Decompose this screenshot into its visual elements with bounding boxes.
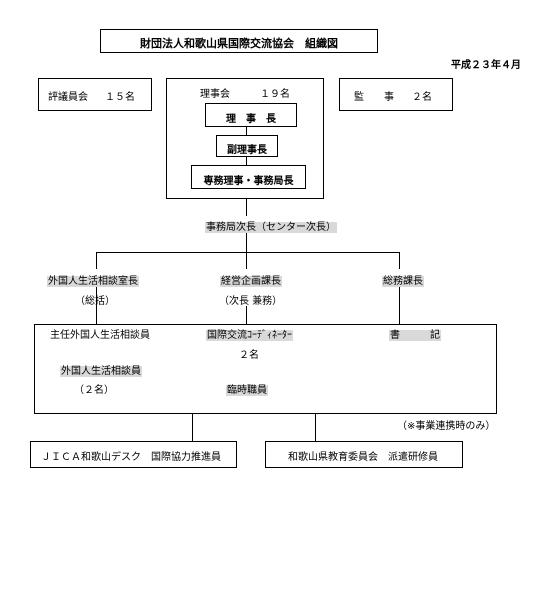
section-bar (96, 252, 400, 253)
clerk-text: 書 記 (389, 330, 441, 341)
section-head-general-text: 総務課長 (382, 276, 424, 287)
section-drop-3 (399, 252, 400, 269)
staff-drop-1 (96, 287, 97, 324)
executive-box: 専務理事・事務局長 (191, 165, 306, 189)
council-box: 評議員会 １５名 (38, 78, 152, 111)
partner-education-label: 和歌山県教育委員会 派遣研修員 (288, 452, 438, 463)
executive-label: 専務理事・事務局長 (203, 176, 294, 187)
chairman-label: 理 事 長 (226, 114, 276, 125)
partner-drop-1 (192, 414, 193, 441)
board-count: １９名 (260, 89, 290, 100)
partner-box-jica: ＪＩＣＡ和歌山デスク 国際協力推進員 (30, 441, 237, 468)
counselor: 外国人生活相談員 (60, 362, 142, 377)
council-label: 評議員会 (48, 92, 88, 103)
auditor-box: 監 事 ２名 (339, 78, 453, 111)
board-connector-1 (246, 127, 247, 135)
deputy-director-label: 事務局次長（センター次長） (205, 218, 337, 233)
auditor-label: 監 事 (354, 92, 394, 103)
partner-box-education: 和歌山県教育委員会 派遣研修員 (265, 441, 463, 468)
partner-drop-2 (315, 414, 316, 441)
staff-drop-3 (399, 287, 400, 324)
counselor-count: （２名） (74, 385, 114, 396)
diagram-title: 財団法人和歌山県国際交流協会 組織図 (140, 37, 338, 50)
section-drop-1 (96, 252, 97, 269)
section-head-planning-text: 経営企画課長 (220, 276, 282, 287)
section-note-consultation: （総括） (75, 296, 115, 307)
date-label: 平成２３年４月 (451, 60, 521, 71)
council-count: １５名 (105, 92, 135, 103)
trunk-line-mid (246, 233, 247, 252)
temp-staff-text: 臨時職員 (226, 385, 268, 396)
title-box: 財団法人和歌山県国際交流協会 組織図 (100, 29, 378, 53)
staff-drop-2 (246, 306, 247, 324)
section-head-general: 総務課長 (382, 272, 424, 287)
temp-staff: 臨時職員 (226, 381, 268, 396)
vice-chairman-box: 副理事長 (216, 135, 278, 157)
note-label: （※事業連携時のみ） (397, 421, 496, 432)
partner-jica-label: ＪＩＣＡ和歌山デスク 国際協力推進員 (41, 452, 221, 463)
section-head-consultation: 外国人生活相談室長 (47, 272, 139, 287)
clerk: 書 記 (389, 326, 441, 341)
coordinator-count: ２名 (239, 350, 259, 361)
section-note-planning: （次長 兼務） (219, 296, 283, 307)
coordinator-text: 国際交流ｺｰﾃﾞｨﾈｰﾀｰ (206, 330, 293, 341)
chief-counselor: 主任外国人生活相談員 (50, 330, 150, 341)
section-drop-2 (246, 252, 247, 269)
board-label: 理事会 (200, 89, 230, 100)
counselor-text: 外国人生活相談員 (60, 366, 142, 377)
section-head-planning: 経営企画課長 (220, 272, 282, 287)
coordinator: 国際交流ｺｰﾃﾞｨﾈｰﾀｰ (206, 326, 293, 341)
auditor-count: ２名 (412, 92, 432, 103)
vice-chairman-label: 副理事長 (227, 145, 267, 156)
section-head-consultation-text: 外国人生活相談室長 (47, 276, 139, 287)
deputy-director-text: 事務局次長（センター次長） (205, 222, 337, 233)
trunk-line-top (246, 199, 247, 216)
board-connector-2 (246, 157, 247, 165)
chairman-box: 理 事 長 (205, 103, 297, 127)
